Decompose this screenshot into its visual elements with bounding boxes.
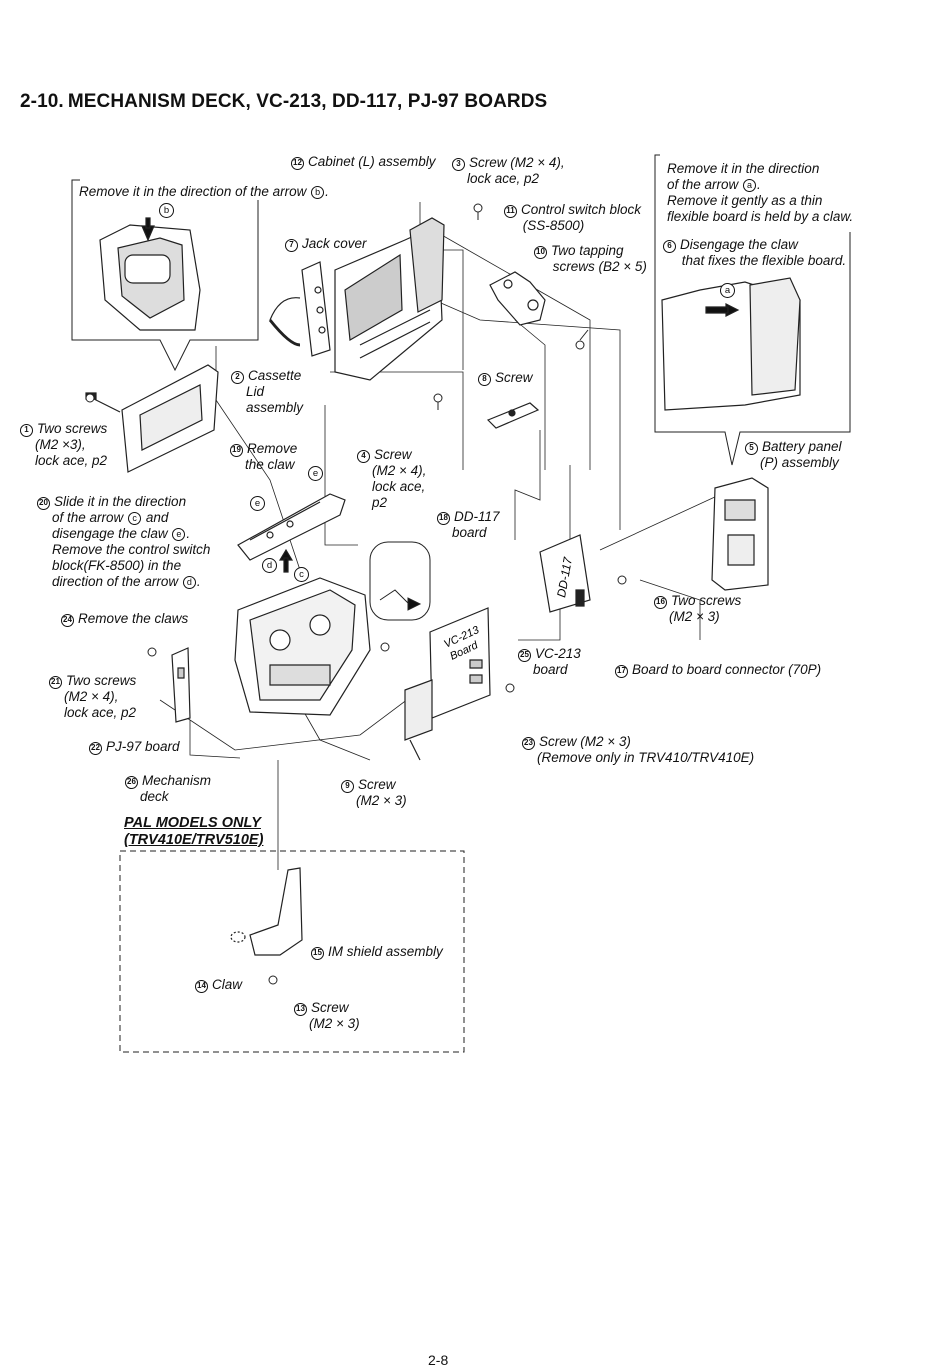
section-number: 2-10. [20, 91, 64, 112]
vc213-board-sketch [405, 608, 490, 760]
badge-b: b [159, 203, 174, 218]
flexible-insert-detail [370, 542, 430, 620]
pj97-board-sketch [172, 648, 190, 722]
letter-b: b [311, 185, 325, 199]
badge-e-1: e [308, 466, 323, 481]
jack-cover-sketch [270, 262, 330, 356]
note-arrow-a: Remove it in the direction of the arrow … [667, 161, 854, 224]
badge-d: d [262, 558, 277, 573]
letter-a: a [743, 178, 757, 192]
note-bracket-b [72, 180, 258, 370]
cabinet-l-sketch [335, 218, 444, 380]
screw-icons [85, 203, 627, 985]
note-bracket-a [655, 155, 850, 465]
page-number: 2-8 [428, 1352, 449, 1368]
cassette-lid-sketch [86, 365, 218, 472]
dd117-board-sketch [540, 535, 590, 612]
control-switch-fk8500-sketch [238, 494, 345, 572]
badge-a: a [720, 283, 735, 298]
letter-c: c [128, 511, 142, 525]
letter-e: e [172, 527, 186, 541]
battery-panel-sketch [712, 478, 768, 590]
camcorder-body-sketch [100, 218, 200, 330]
letter-d: d [182, 575, 196, 589]
im-shield-sketch [230, 868, 302, 955]
page-title: 2-10.MECHANISM DECK, VC-213, DD-117, PJ-… [20, 91, 547, 113]
mechanism-deck-sketch [235, 578, 370, 715]
battery-panel-note-sketch [662, 278, 800, 410]
section-title: MECHANISM DECK, VC-213, DD-117, PJ-97 BO… [67, 91, 548, 112]
control-switch-block-sketch [490, 272, 545, 325]
note-arrow-b: Remove it in the direction of the arrow … [79, 184, 329, 199]
pal-models-heading: PAL MODELS ONLY(TRV410E/TRV510E) [124, 815, 264, 848]
screw-8-part [488, 403, 538, 428]
badge-c: c [294, 567, 309, 582]
pal-models-box [120, 851, 464, 1052]
badge-e-2: e [250, 496, 265, 511]
